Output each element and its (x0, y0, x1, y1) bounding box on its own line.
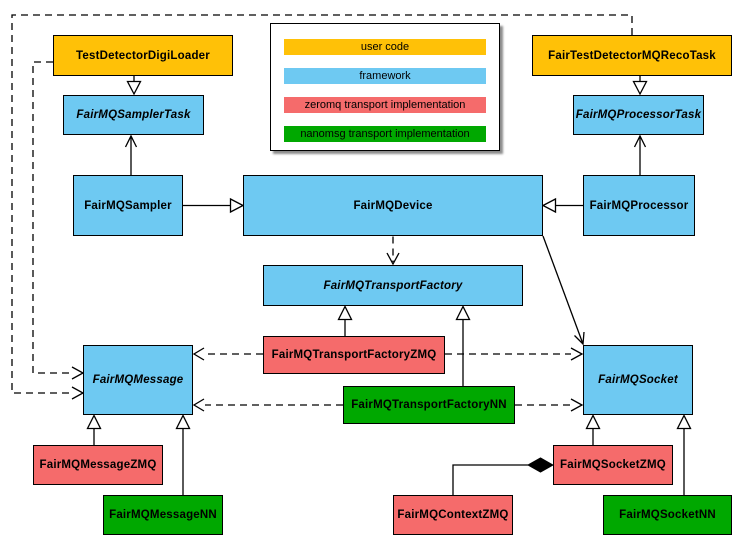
class-label: FairMQDevice (353, 199, 433, 212)
legend-item-label: framework (359, 70, 411, 82)
class-label: FairMQSocketZMQ (560, 459, 666, 471)
class-label: FairTestDetectorMQRecoTask (548, 49, 716, 62)
class-box-fairmqsampler: FairMQSampler (73, 175, 183, 236)
class-label: FairMQSamplerTask (76, 109, 191, 121)
edge-dependency-fairmqtransportfactorynn-fairmqsocket (515, 398, 584, 412)
class-box-fairmqsocketzmq: FairMQSocketZMQ (553, 445, 673, 485)
legend-item-nanomsg: nanomsg transport implementation (284, 126, 486, 142)
edge-generalization-fairmqtransportfactorynn-fairmqtransportfactory (455, 305, 471, 386)
edge-generalization-testdetectordigiloader-fairmqsamplertask (126, 76, 142, 96)
class-box-fairmqsamplertask: FairMQSamplerTask (63, 95, 204, 135)
class-box-fairmqdevice: FairMQDevice (243, 175, 543, 236)
class-label: FairMQMessageZMQ (39, 459, 157, 471)
class-label: FairMQTransportFactory (323, 279, 463, 292)
class-label: FairMQContextZMQ (397, 509, 509, 521)
legend-item-label: nanomsg transport implementation (300, 128, 470, 140)
edge-generalization-fairtestdetectormqrecotask-fairmqprocessortask (632, 76, 648, 96)
edge-generalization-fairmqsocketnn-fairmqsocket (676, 414, 692, 495)
class-label: FairMQSampler (84, 199, 172, 212)
class-box-fairmqmessage: FairMQMessage (83, 345, 193, 415)
edge-dependency-fairmqtransportfactoryzmq-fairmqsocket (445, 347, 584, 361)
class-box-fairmqsocket: FairMQSocket (583, 345, 693, 415)
edge-composition-fairmqsocketzmq-fairmqcontextzmq (452, 457, 555, 495)
edge-dependency-fairmqtransportfactorynn-fairmqmessage (192, 398, 343, 412)
edge-dependency-fairmqdevice-fairmqtransportfactory (386, 236, 400, 266)
legend-item-user-code: user code (284, 39, 486, 55)
class-label: FairMQSocketNN (619, 509, 716, 521)
class-box-fairmqtransportfactory: FairMQTransportFactory (263, 265, 523, 306)
legend-item-label: zeromq transport implementation (304, 99, 466, 111)
class-label: FairMQProcessorTask (575, 109, 702, 121)
class-label: FairMQSocket (598, 374, 678, 386)
class-label: FairMQTransportFactoryZMQ (271, 349, 437, 361)
edge-generalization-fairmqsampler-fairmqdevice (183, 197, 245, 214)
class-box-fairmqprocessor: FairMQProcessor (583, 175, 695, 236)
edge-generalization-fairmqsocketzmq-fairmqsocket (585, 414, 601, 445)
class-box-fairmqmessagenn: FairMQMessageNN (103, 495, 223, 535)
edge-generalization-fairmqprocessor-fairmqdevice (541, 197, 583, 214)
edge-generalization-fairmqmessagenn-fairmqmessage (175, 414, 191, 495)
class-box-fairmqprocessortask: FairMQProcessorTask (573, 95, 704, 135)
edge-generalization-fairmqmessagezmq-fairmqmessage (86, 414, 102, 445)
legend-item-label: user code (360, 41, 410, 53)
class-box-fairmqmessagezmq: FairMQMessageZMQ (33, 445, 163, 485)
class-label: FairMQProcessor (589, 199, 689, 212)
class-box-fairmqcontextzmq: FairMQContextZMQ (393, 495, 513, 535)
edge-association-fairmqprocessor-fairmqprocessortask (633, 134, 647, 175)
class-label: FairMQTransportFactoryNN (351, 399, 507, 411)
class-box-fairmqtransportfactoryzmq: FairMQTransportFactoryZMQ (263, 336, 445, 374)
legend: user code framework zeromq transport imp… (270, 23, 500, 151)
legend-item-zeromq: zeromq transport implementation (284, 97, 486, 113)
legend-item-framework: framework (284, 68, 486, 84)
class-box-testdetectordigiloader: TestDetectorDigiLoader (53, 35, 233, 76)
class-label: TestDetectorDigiLoader (76, 49, 210, 62)
class-label: FairMQMessageNN (109, 509, 217, 521)
edge-generalization-fairmqtransportfactoryzmq-fairmqtransportfactory (337, 305, 353, 336)
class-box-fairtestdetectormqrecotask: FairTestDetectorMQRecoTask (532, 35, 732, 76)
edge-dependency-fairmqtransportfactoryzmq-fairmqmessage (192, 347, 263, 361)
class-label: FairMQMessage (92, 374, 184, 386)
class-box-fairmqtransportfactorynn: FairMQTransportFactoryNN (343, 386, 515, 424)
edge-association-fairmqsampler-fairmqsamplertask (124, 134, 138, 175)
edge-association-fairmqdevice-fairmqsocket (542, 235, 585, 346)
class-box-fairmqsocketnn: FairMQSocketNN (603, 495, 732, 535)
